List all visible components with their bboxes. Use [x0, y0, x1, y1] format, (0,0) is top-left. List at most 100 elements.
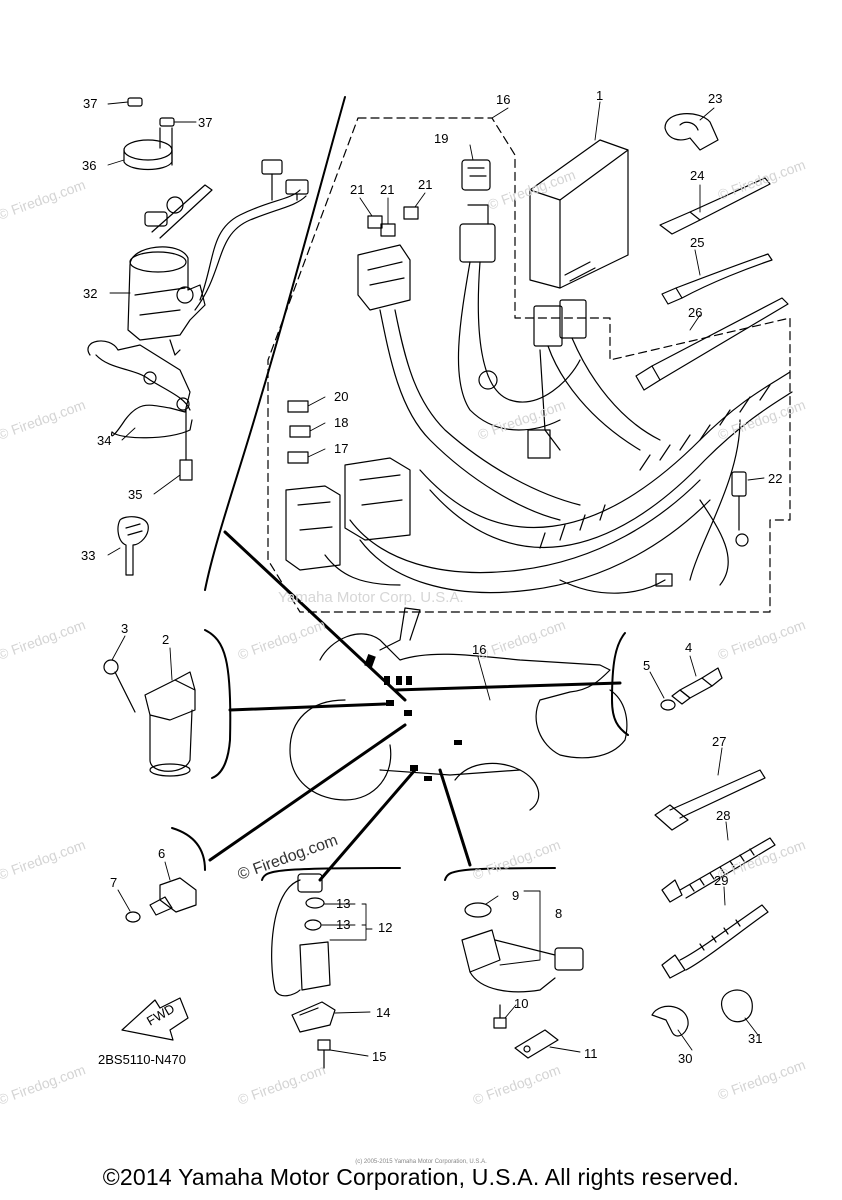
clamp-23: [664, 113, 719, 151]
callout-9: 9: [512, 888, 519, 903]
callout-35: 35: [128, 487, 142, 502]
washer-7: [125, 911, 141, 923]
callout-7: 7: [110, 875, 117, 890]
watermark: © Firedog.com: [0, 1061, 87, 1108]
callout-12: 12: [378, 920, 392, 935]
bolt-22: [731, 471, 749, 547]
callout-37a: 37: [83, 96, 97, 111]
callout-6: 6: [158, 846, 165, 861]
key-33: [117, 516, 149, 576]
watermark: © Firedog.com: [471, 1061, 563, 1108]
callout-30: 30: [678, 1051, 692, 1066]
callout-13a: 13: [336, 896, 350, 911]
ecu-unit: [529, 139, 629, 289]
callout-26: 26: [688, 305, 702, 320]
sensor-12: [271, 873, 331, 997]
relay-set: [285, 400, 411, 586]
clip-31: [721, 989, 753, 1023]
small-connector: [655, 573, 673, 587]
callout-37b: 37: [198, 115, 212, 130]
watermark: © Firedog.com: [716, 1056, 808, 1103]
sensor-4: [671, 667, 723, 705]
callout-leaders: [107, 101, 765, 1057]
watermark: © Firedog.com: [716, 396, 808, 443]
callout-29: 29: [714, 873, 728, 888]
callout-11: 11: [584, 1046, 598, 1061]
clip-30: [651, 1005, 689, 1037]
callout-23: 23: [708, 91, 722, 106]
bracket-34: [87, 340, 193, 439]
watermark: © Firedog.com: [0, 836, 87, 883]
callout-4: 4: [685, 640, 692, 655]
callout-31: 31: [748, 1031, 762, 1046]
callout-21a: 21: [350, 182, 364, 197]
sensor-6: [149, 877, 197, 916]
switch-key: [144, 184, 213, 239]
switch-harness: [194, 159, 309, 311]
tie-29: [661, 904, 769, 979]
callout-numbers: 1 2 3 4 5 6 7 8 9 10 11 12 13 13 14 15 1…: [81, 88, 782, 1067]
piece-37a: [127, 97, 143, 107]
callout-25: 25: [690, 235, 704, 250]
tiny-copyright: (c) 2005-2015 Yamaha Motor Corporation, …: [355, 1159, 487, 1165]
leader-lines: [208, 530, 622, 882]
watermark: © Firedog.com: [716, 616, 808, 663]
callout-15: 15: [372, 1049, 386, 1064]
callout-5: 5: [643, 658, 650, 673]
watermark: © Firedog.com: [471, 836, 563, 883]
bike-outline: [289, 607, 628, 811]
callout-21b: 21: [380, 182, 394, 197]
callout-18: 18: [334, 415, 348, 430]
bolt-3: [103, 659, 136, 713]
callout-10: 10: [514, 996, 528, 1011]
callout-14: 14: [376, 1005, 390, 1020]
watermark: © Firedog.com: [236, 616, 328, 663]
watermark: © Firedog.com: [236, 1061, 328, 1108]
ecu-connectors: [533, 299, 661, 451]
callout-36: 36: [82, 158, 96, 173]
part-code: 2BS5110-N470: [98, 1052, 186, 1067]
bolt-35: [179, 409, 193, 481]
callout-19: 19: [434, 131, 448, 146]
callout-20: 20: [334, 389, 348, 404]
sensor-8: [461, 902, 584, 993]
watermark: © Firedog.com: [0, 396, 87, 443]
ghost-watermark: Yamaha Motor Corp. U.S.A.: [278, 589, 464, 606]
bracket-11: [514, 1029, 559, 1059]
band-25: [661, 253, 773, 305]
fwd-arrow: [121, 997, 189, 1041]
watermark: © Firedog.com: [0, 176, 87, 223]
callout-13b: 13: [336, 917, 350, 932]
band-27: [654, 769, 766, 831]
callout-22: 22: [768, 471, 782, 486]
callout-33: 33: [81, 548, 95, 563]
connector-19: [461, 159, 491, 191]
bracket-14: [291, 1001, 336, 1033]
callout-2: 2: [162, 632, 169, 647]
callout-1: 1: [596, 88, 603, 103]
ignition-coil-2: [144, 671, 196, 777]
callout-21c: 21: [418, 177, 432, 192]
tie-28: [661, 837, 776, 903]
callout-27: 27: [712, 734, 726, 749]
section-brackets: [171, 629, 629, 881]
watermark: © Firedog.com: [716, 156, 808, 203]
piece-37b: [159, 117, 175, 127]
bike-markers: [364, 653, 462, 781]
harness-wires: [379, 261, 581, 521]
callout-28: 28: [716, 808, 730, 823]
fuse-set-21: [367, 206, 419, 237]
callout-24: 24: [690, 168, 704, 183]
callout-34: 34: [97, 433, 111, 448]
callout-3: 3: [121, 621, 128, 636]
bolt-10: [493, 1004, 507, 1029]
watermark: © Firedog.com: [486, 166, 578, 213]
washer-5: [660, 699, 676, 711]
section-divider-curve: [204, 96, 346, 591]
watermark: © Firedog.com: [476, 396, 568, 443]
callout-32: 32: [83, 286, 97, 301]
watermark: © Firedog.com: [0, 616, 87, 663]
band-26: [635, 297, 789, 391]
cap-36: [123, 127, 173, 171]
